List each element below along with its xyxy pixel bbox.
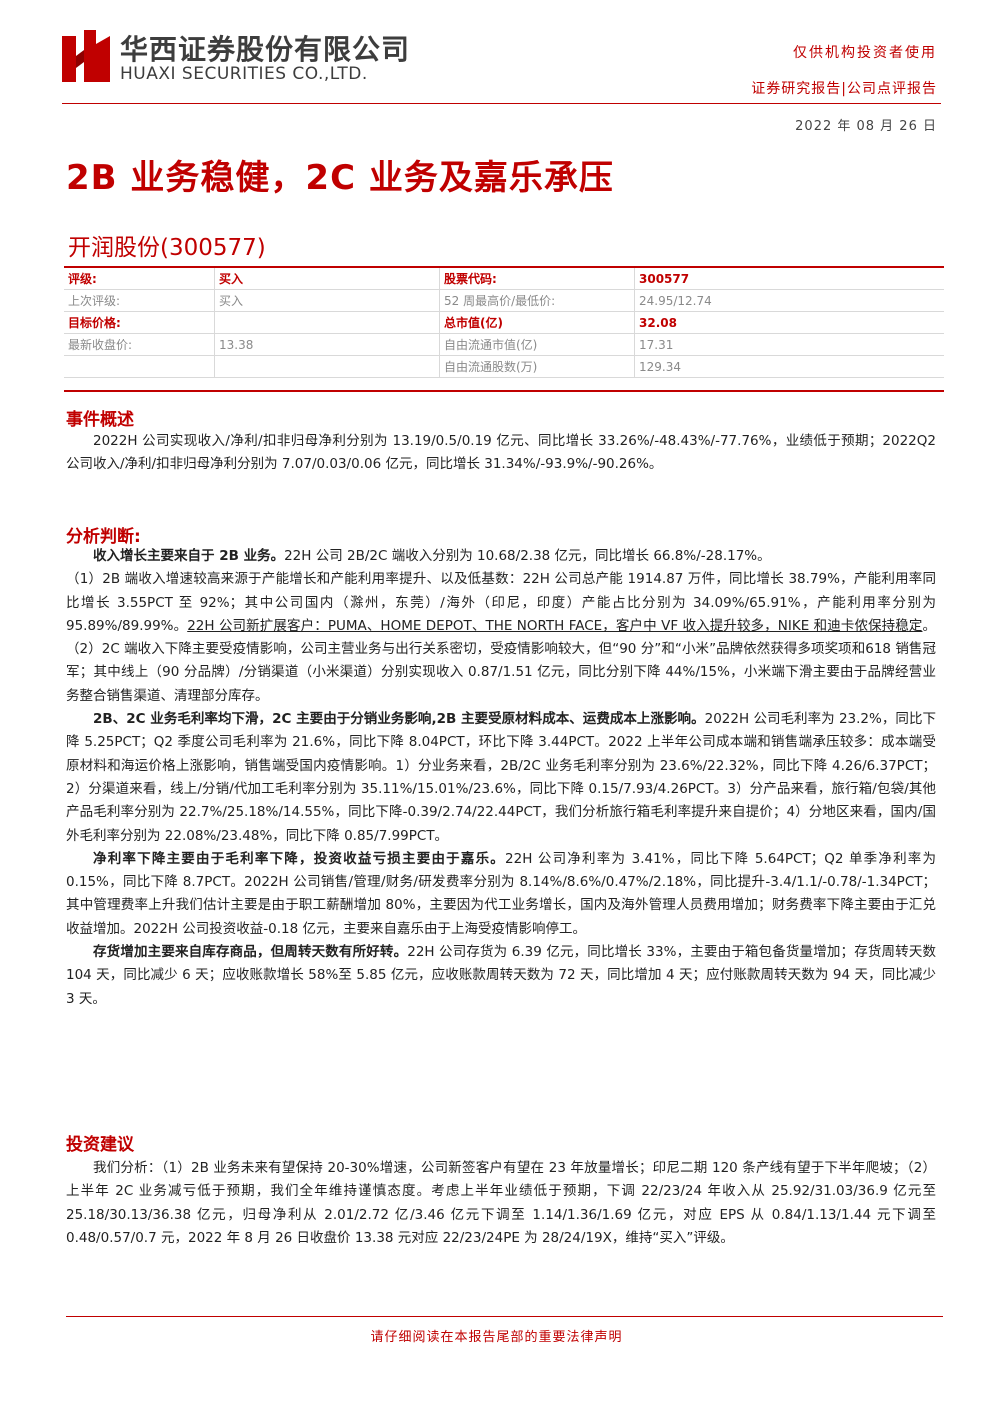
table-cell: 300577 — [634, 266, 944, 290]
header-divider — [62, 103, 941, 104]
table-cell: 买入 — [214, 289, 440, 312]
analysis-paragraph-4: 净利率下降主要由于毛利率下降，投资收益亏损主要由于嘉乐。22H 公司净利率为 3… — [66, 848, 936, 941]
analysis-paragraph-2: （1）2B 端收入增速较高来源于产能增长和产能利用率提升、以及低基数：22H 公… — [66, 568, 936, 708]
table-row: 上次评级: 买入 52 周最高价/最低价: 24.95/12.74 — [64, 289, 944, 312]
company-name-cn: 华西证券股份有限公司 — [120, 33, 411, 66]
report-title: 2B 业务稳健，2C 业务及嘉乐承压 — [66, 158, 614, 198]
table-cell: 32.08 — [634, 311, 944, 334]
table-cell: 52 周最高价/最低价: — [439, 289, 635, 312]
table-cell: 自由流通市值(亿) — [439, 333, 635, 356]
invest-paragraph: 我们分析：（1）2B 业务未来有望保持 20-30%增速，公司新签客户有望在 2… — [66, 1157, 936, 1250]
table-cell: 总市值(亿) — [439, 311, 635, 334]
table-cell: 买入 — [214, 266, 440, 290]
paragraph-text: （1）2B 端收入增速较高来源于产能增长和产能利用率提升、以及低基数：22H 公… — [66, 571, 936, 634]
report-date: 2022 年 08 月 26 日 — [795, 119, 937, 134]
analysis-paragraph-1: 收入增长主要来自于 2B 业务。22H 公司 2B/2C 端收入分别为 10.6… — [66, 545, 936, 568]
table-cell — [64, 355, 215, 378]
event-paragraph: 2022H 公司实现收入/净利/扣非归母净利分别为 13.19/0.5/0.19… — [66, 430, 936, 477]
analysis-paragraph-5: 存货增加主要来自库存商品，但周转天数有所好转。22H 公司存货为 6.39 亿元… — [66, 941, 936, 1011]
audience-note: 仅供机构投资者使用 — [793, 45, 937, 61]
table-cell: 最新收盘价: — [64, 333, 215, 356]
legal-notice: 请仔细阅读在本报告尾部的重要法律声明 — [370, 1330, 623, 1345]
footer-divider — [66, 1316, 943, 1317]
table-cell: 13.38 — [214, 333, 440, 356]
paragraph-text: 2022H 公司毛利率为 23.2%，同比下降 5.25PCT；Q2 季度公司毛… — [66, 711, 936, 844]
company-ticker: 开润股份(300577) — [68, 235, 266, 261]
table-bottom-rule — [64, 390, 944, 392]
section-heading-invest: 投资建议 — [66, 1135, 134, 1155]
table-row: 评级: 买入 股票代码: 300577 — [64, 266, 944, 290]
table-cell — [214, 355, 440, 378]
analysis-paragraph-3: 2B、2C 业务毛利率均下滑，2C 主要由于分销业务影响,2B 主要受原材料成本… — [66, 708, 936, 848]
paragraph-text: 22H 公司 2B/2C 端收入分别为 10.68/2.38 亿元，同比增长 6… — [284, 548, 771, 564]
section-heading-analysis: 分析判断: — [66, 527, 141, 547]
table-cell: 17.31 — [634, 333, 944, 356]
paragraph-text: 22H 公司存货为 6.39 亿元，同比增长 33%，主要由于箱包备货量增加；存… — [66, 944, 937, 1007]
bold-lead: 存货增加主要来自库存商品，但周转天数有所好转。 — [93, 944, 408, 961]
table-cell: 上次评级: — [64, 289, 215, 312]
table-row: 目标价格: 总市值(亿) 32.08 — [64, 311, 944, 334]
table-cell: 评级: — [64, 266, 215, 290]
bold-lead: 2B、2C 业务毛利率均下滑，2C 主要由于分销业务影响,2B 主要受原材料成本… — [93, 711, 705, 728]
report-type: 证券研究报告|公司点评报告 — [751, 81, 937, 97]
section-heading-event: 事件概述 — [66, 410, 134, 430]
table-cell: 自由流通股数(万) — [439, 355, 635, 378]
company-name-en: HUAXI SECURITIES CO.,LTD. — [120, 64, 368, 84]
paragraph-text: 2022H 公司实现收入/净利/扣非归母净利分别为 13.19/0.5/0.19… — [66, 433, 936, 473]
table-cell: 股票代码: — [439, 266, 635, 290]
analysis-body: 收入增长主要来自于 2B 业务。22H 公司 2B/2C 端收入分别为 10.6… — [66, 545, 936, 1011]
huaxi-logo-icon — [62, 30, 110, 82]
paragraph-text: 我们分析：（1）2B 业务未来有望保持 20-30%增速，公司新签客户有望在 2… — [66, 1160, 936, 1246]
table-row: 自由流通股数(万) 129.34 — [64, 355, 944, 378]
table-cell: 目标价格: — [64, 311, 215, 334]
paragraph-text: 22H 公司净利率为 3.41%，同比下降 5.64PCT；Q2 单季净利率为 … — [66, 850, 937, 937]
table-cell: 24.95/12.74 — [634, 289, 944, 312]
bold-lead: 收入增长主要来自于 2B 业务。 — [93, 548, 285, 564]
table-cell: 129.34 — [634, 355, 944, 378]
paragraph-text: 。（2）2C 端收入下降主要受疫情影响，公司主营业务与出行关系密切，受疫情影响较… — [66, 617, 936, 704]
stock-info-table: 评级: 买入 股票代码: 300577 上次评级: 买入 52 周最高价/最低价… — [64, 266, 944, 378]
table-cell — [214, 311, 440, 334]
bold-lead: 净利率下降主要由于毛利率下降，投资收益亏损主要由于嘉乐。 — [93, 850, 506, 867]
underlined-text: 22H 公司新扩展客户：PUMA、HOME DEPOT、THE NORTH FA… — [187, 617, 923, 634]
table-row: 最新收盘价: 13.38 自由流通市值(亿) 17.31 — [64, 333, 944, 356]
